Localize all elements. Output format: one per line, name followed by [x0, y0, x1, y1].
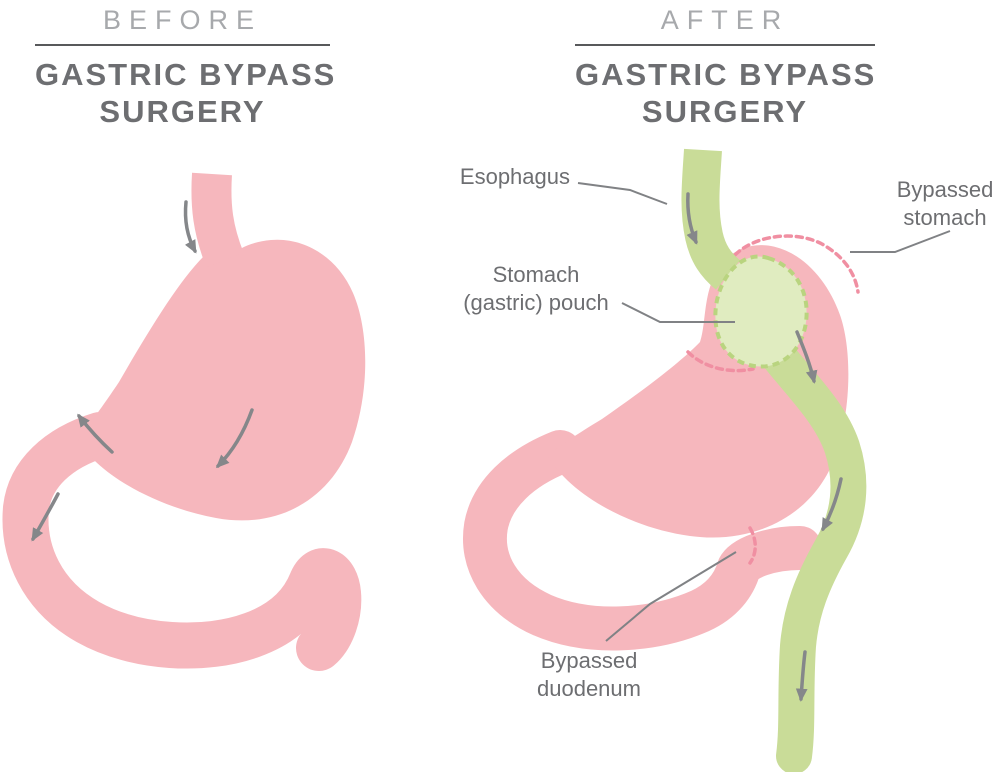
label-stomach-pouch-line2: (gastric) pouch: [463, 290, 609, 315]
staple-line-fundus: [733, 234, 860, 294]
label-bypassed-duodenum-line2: duodenum: [537, 676, 641, 701]
pointer-line-duodenum: [605, 551, 737, 642]
after-bypassed-duodenum: [463, 430, 822, 651]
pointer-line-esophagus: [577, 182, 668, 205]
label-bypassed-stomach-line2: stomach: [903, 205, 987, 230]
flow-arrow-before-esophagus-icon: [183, 200, 197, 254]
pointer-line-bypassed-stomach: [850, 230, 951, 253]
flow-arrow-before-stomach-icon: [215, 408, 254, 469]
after-roux-limb: [757, 334, 867, 772]
flow-arrow-after-limb-bottom-icon: [795, 650, 808, 702]
flow-arrow-before-duodenum-icon: [31, 492, 60, 542]
label-stomach-pouch: Stomach (gastric) pouch: [452, 261, 620, 317]
after-illustration: [463, 148, 951, 772]
before-underline: [35, 44, 330, 46]
label-esophagus: Esophagus: [459, 164, 570, 189]
flow-arrow-before-pylorus-icon: [77, 413, 114, 454]
before-header: BEFORE GASTRIC BYPASS SURGERY: [35, 4, 337, 130]
staple-line-pouch-bottom: [686, 350, 755, 373]
label-bypassed-stomach-line1: Bypassed: [896, 177, 994, 202]
flow-arrow-after-limb-icon: [821, 477, 843, 532]
label-bypassed-duodenum-line1: Bypassed: [540, 648, 638, 673]
before-title-line2: SURGERY: [99, 94, 266, 129]
before-esophagus: [191, 172, 244, 268]
pointer-line-pouch: [621, 302, 735, 323]
staple-line-duodenum-end: [748, 526, 757, 565]
before-illustration: [2, 172, 366, 671]
flow-arrow-after-esophagus-icon: [686, 192, 698, 245]
after-header: AFTER GASTRIC BYPASS SURGERY: [575, 4, 875, 130]
before-eyebrow: BEFORE: [102, 5, 263, 35]
after-stomach-pouch: [713, 254, 809, 369]
before-stomach-body: [78, 239, 366, 521]
label-bypassed-stomach: Bypassed stomach: [886, 176, 1001, 232]
before-title-line1: GASTRIC BYPASS: [35, 57, 337, 92]
after-underline: [575, 44, 875, 46]
after-eyebrow: AFTER: [660, 5, 790, 35]
label-bypassed-duodenum: Bypassed duodenum: [524, 647, 654, 703]
after-esophagus: [681, 148, 741, 290]
label-stomach-pouch-line1: Stomach: [492, 262, 580, 287]
flow-arrow-after-pouch-icon: [795, 330, 818, 384]
after-title-line1: GASTRIC BYPASS: [575, 57, 877, 92]
before-duodenum: [2, 412, 362, 671]
after-title-line2: SURGERY: [641, 94, 809, 129]
